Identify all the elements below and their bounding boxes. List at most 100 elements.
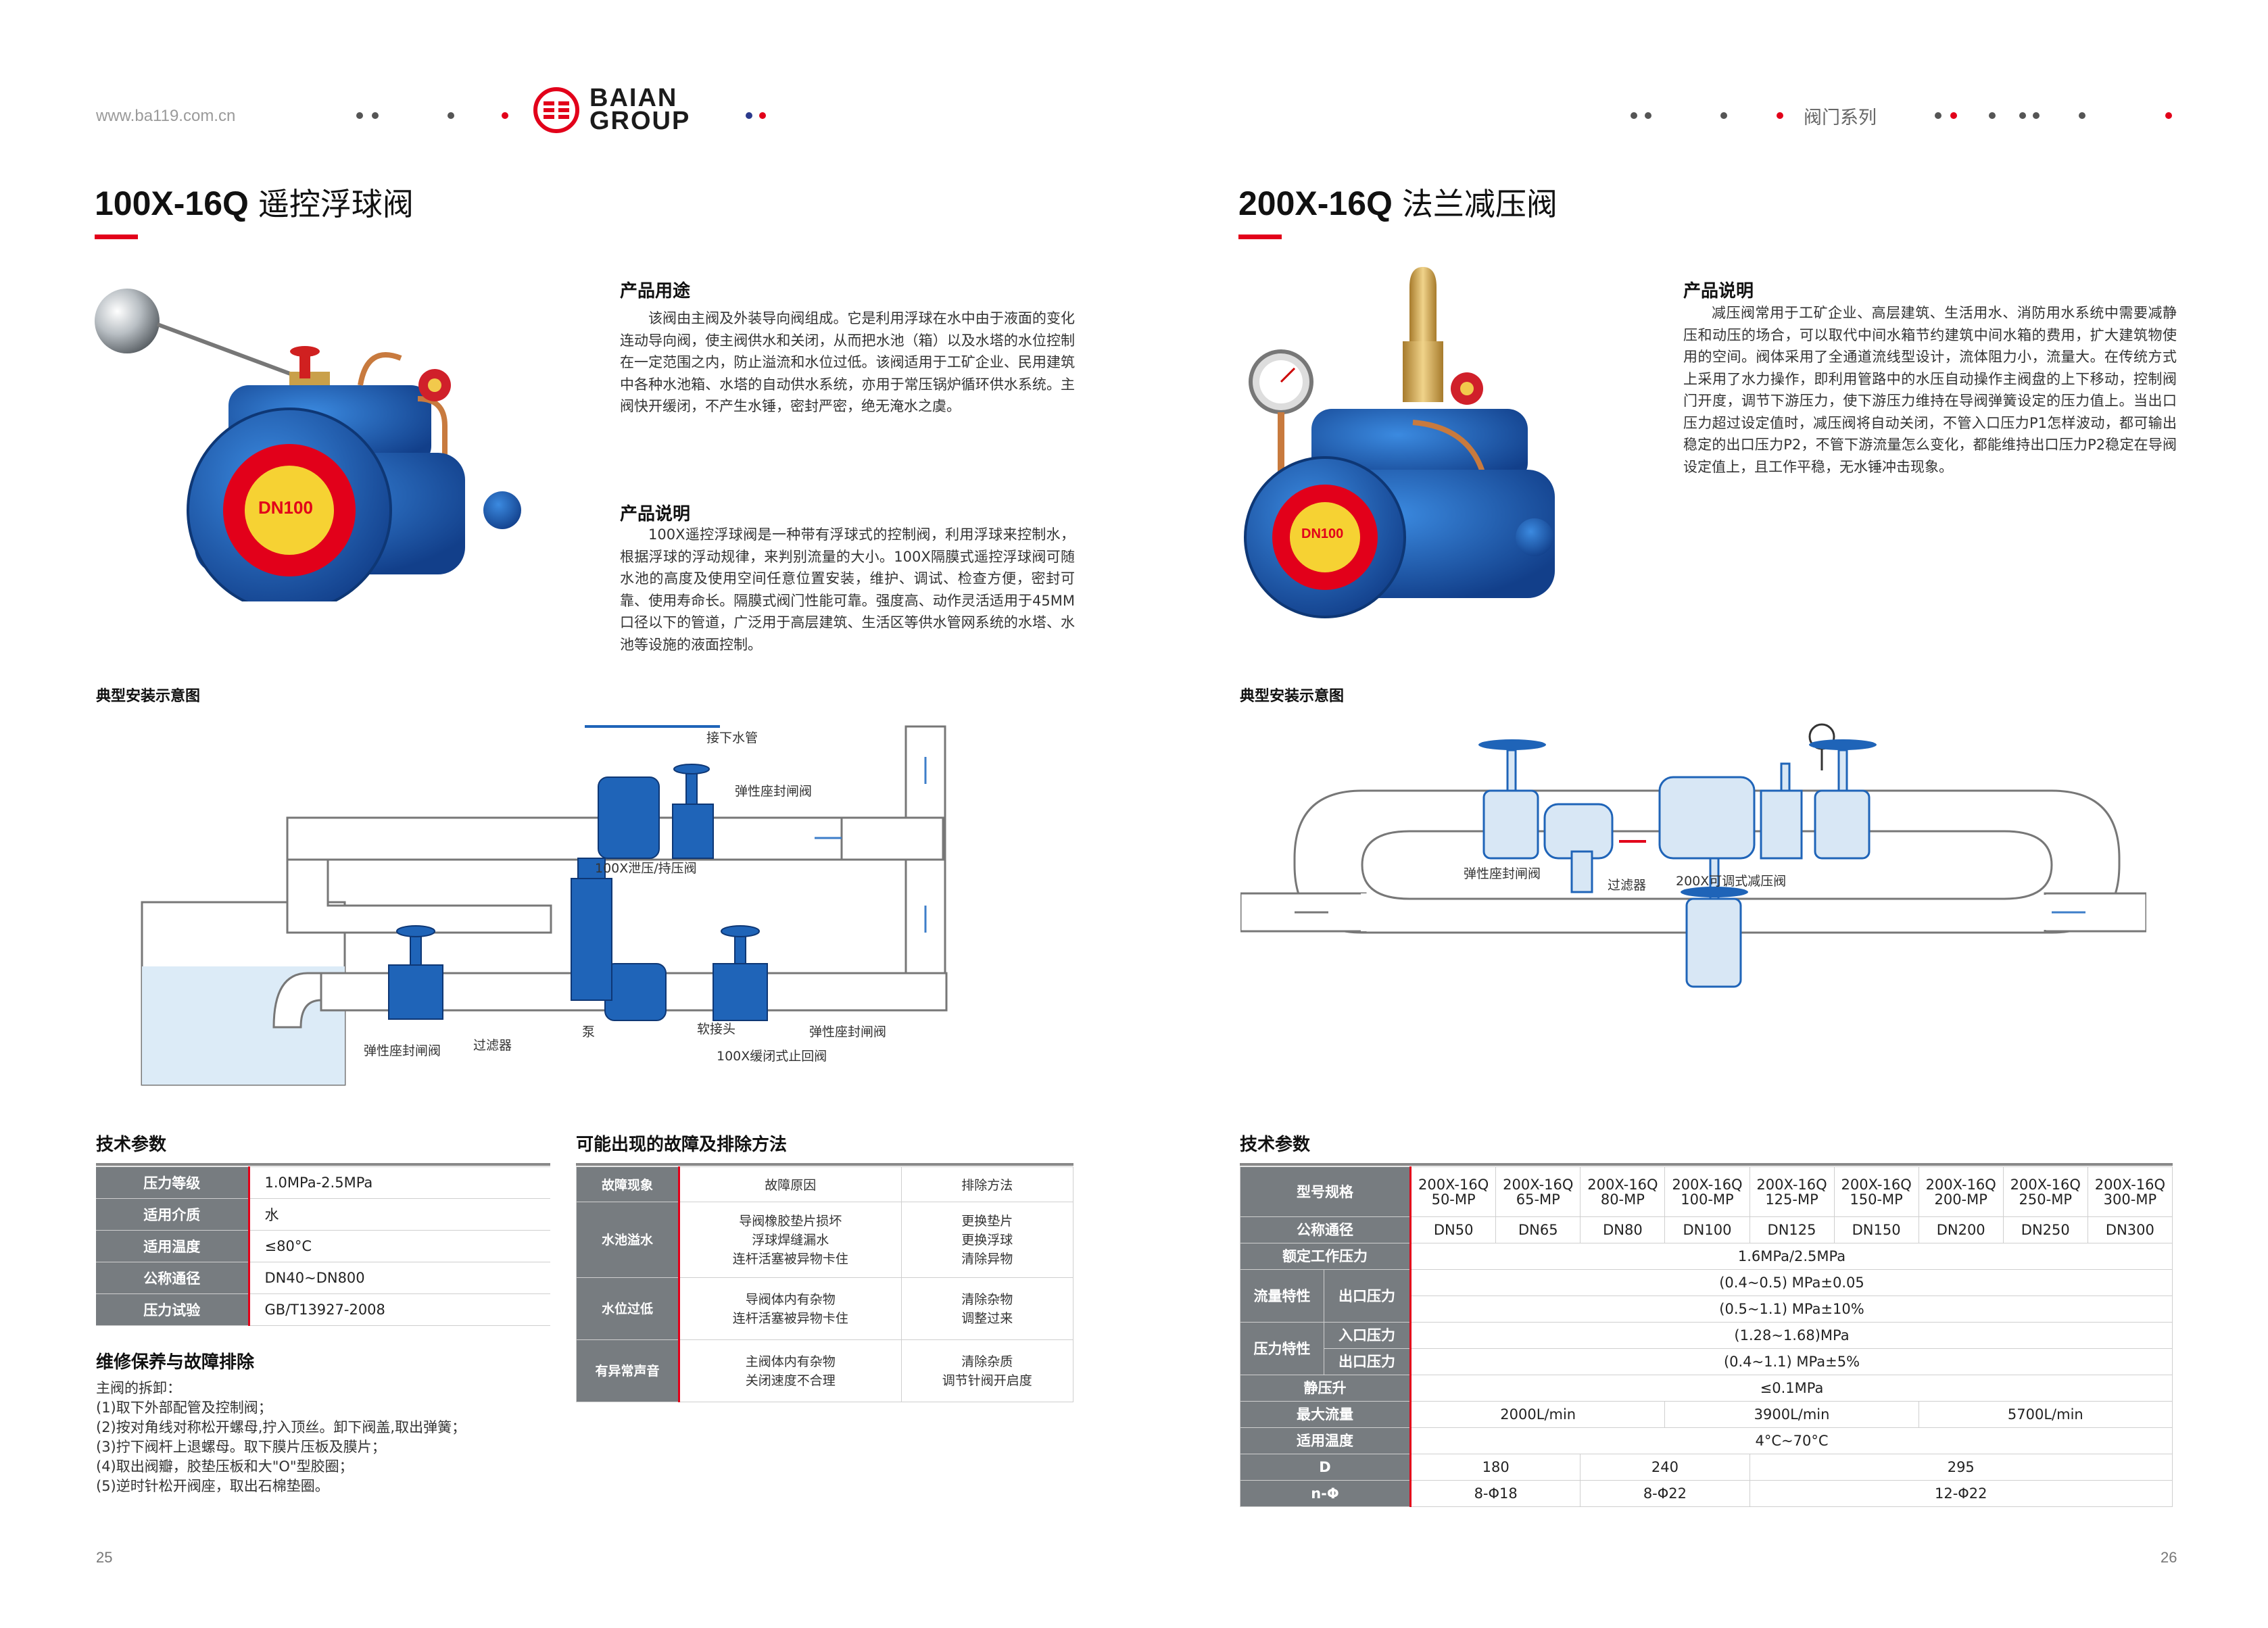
title-underline [95,235,138,239]
table-top-rule [1240,1163,2173,1166]
spec-model-line: 200X-16Q [1418,1176,1489,1193]
spec-model-line: 150-MP [1850,1191,1903,1208]
header-dot [356,112,363,119]
label-gate-top: 弹性座封闸阀 [735,784,813,799]
label-joint: 软接头 [697,1022,736,1037]
solution-line: 清除异物 [961,1251,1013,1266]
header-dot [746,112,752,119]
spec-model-line: 300-MP [2103,1191,2157,1208]
page-title-right: 200X-16Q 法兰减压阀 [1238,180,1558,224]
tech-key: 公称通径 [96,1262,250,1294]
installation-diagram-right: 弹性座封闸阀 过滤器 200X可调式减压阀 [1239,703,2148,1054]
brand-name: BAIAN GROUP [589,85,691,135]
fault-symptom: 有异常声音 [576,1339,680,1402]
header-dot [1777,112,1783,119]
solution-line: 更换垫片 [961,1213,1013,1229]
label-relief-valve: 100X泄压/持压阀 [595,861,697,876]
spec-dn: DN200 [1918,1216,2004,1243]
installation-diagram-left: 接下水管 弹性座封闸阀 100X泄压/持压阀 泵 软接头 弹性座封闸阀 100X… [139,716,963,1115]
spec-temp-label: 适用温度 [1240,1427,1412,1454]
spec-n-2: 8-Φ22 [1580,1480,1750,1507]
spec-model-line: 200X-16Q [1672,1176,1743,1193]
page-title-left: 100X-16Q 遥控浮球阀 [95,180,414,224]
spec-press-in-label: 入口压力 [1324,1322,1412,1349]
fault-head-solution: 排除方法 [900,1166,1074,1202]
spec-press-in: (1.28~1.68)MPa [1410,1322,2173,1349]
spec-maxflow-3: 5700L/min [1918,1401,2173,1428]
maintenance-line: 主阀的拆卸： [96,1380,181,1396]
spec-model-line: 200-MP [1934,1191,1987,1208]
page-number-left: 25 [96,1549,113,1566]
label-filter: 过滤器 [473,1038,512,1053]
solution-line: 更换浮球 [961,1232,1013,1248]
spec-model-line: 50-MP [1431,1191,1476,1208]
spec-temp: 4°C~70°C [1410,1427,2173,1454]
spec-model-line: 125-MP [1765,1191,1818,1208]
solution-line: 清除杂质 [961,1354,1013,1369]
spec-n-1: 8-Φ18 [1409,1480,1581,1507]
tech-value: 水 [249,1198,550,1231]
brand-bottom: GROUP [589,107,691,135]
fault-heading: 可能出现的故障及排除方法 [576,1135,788,1155]
solution-line: 调节针阀开启度 [942,1373,1032,1388]
maintenance-line: (3)拧下阀杆上退螺母。取下膜片压板及膜片； [96,1439,386,1455]
valve-size-label: DN100 [1301,526,1344,541]
spec-d-label: D [1240,1454,1412,1481]
spec-model-line: 200X-16Q [2094,1176,2166,1193]
description-text-left: 100X遥控浮球阀是一种带有浮球式的控制阀，利用浮球来控制水，根据浮球的浮动规律… [620,526,1075,653]
fault-solution: 清除杂物调整过来 [900,1277,1074,1340]
label-gate: 弹性座封闸阀 [1464,866,1541,881]
cause-line: 浮球焊缝漏水 [752,1232,829,1248]
label-check-valve: 100X缓闭式止回阀 [717,1049,827,1064]
fault-row: 水池溢水导阀橡胶垫片损坏浮球焊缝漏水连杆活塞被异物卡住更换垫片更换浮球清除异物 [576,1202,1074,1278]
spec-static-label: 静压升 [1240,1375,1412,1402]
spec-press-out: (0.4~1.1) MPa±5% [1410,1348,2173,1375]
maintenance-line: (4)取出阀瓣，胶垫压板和大"O"型胶圈； [96,1458,354,1475]
tech-heading-right: 技术参数 [1240,1135,1311,1155]
page-number-right: 26 [2161,1549,2177,1566]
product-image-pressure-reducing-valve: DN100 [1244,267,1568,635]
header-dot [1950,112,1957,119]
usage-heading: 产品用途 [620,281,691,301]
fault-solution: 清除杂质调节针阀开启度 [900,1339,1074,1402]
description-text-right: 减压阀常用于工矿企业、高层建筑、生活用水、消防用水系统中需要减静压和动压的场合，… [1683,305,2177,475]
spec-model-line: 65-MP [1516,1191,1560,1208]
title-code: 100X-16Q [95,184,249,222]
fault-head-symptom: 故障现象 [576,1166,680,1202]
spec-maxflow-1: 2000L/min [1409,1401,1666,1428]
cause-line: 关闭速度不合理 [745,1373,836,1388]
cause-line: 导阀体内有杂物 [745,1291,836,1307]
spec-model-line: 200X-16Q [1503,1176,1574,1193]
product-image-float-valve: DN100 [93,284,526,613]
cause-line: 连杆活塞被异物卡住 [732,1310,848,1326]
fault-solution: 更换垫片更换浮球清除异物 [900,1202,1074,1278]
spec-maxflow-2: 3900L/min [1664,1401,1919,1428]
tech-heading-left: 技术参数 [96,1135,167,1155]
spec-dn: DN150 [1833,1216,1919,1243]
fault-cause: 导阀体内有杂物连杆活塞被异物卡住 [679,1277,902,1340]
maintenance-line: (5)逆时针松开阀座，取出石棉垫圈。 [96,1478,329,1494]
spec-static: ≤0.1MPa [1410,1375,2173,1402]
label-gate-left: 弹性座封闸阀 [364,1043,441,1058]
spec-flow-row2: (0.5~1.1) MPa±10% [1410,1296,2173,1323]
fault-symptom: 水池溢水 [576,1202,680,1278]
tech-row: 适用温度≤80°C [96,1230,550,1262]
header-dot [759,112,766,119]
header-dot [1935,112,1941,119]
fault-symptom: 水位过低 [576,1277,680,1340]
spec-d-3: 295 [1749,1454,2173,1481]
fault-row: 有异常声音主阀体内有杂物关闭速度不合理清除杂质调节针阀开启度 [576,1339,1074,1402]
usage-text: 该阀由主阀及外装导向阀组成。它是利用浮球在水中由于液面的变化连动导向阀，使主阀供… [620,310,1075,414]
spec-rated-label: 额定工作压力 [1240,1243,1412,1270]
description-heading-right: 产品说明 [1683,281,1754,301]
header-dot [448,112,454,119]
